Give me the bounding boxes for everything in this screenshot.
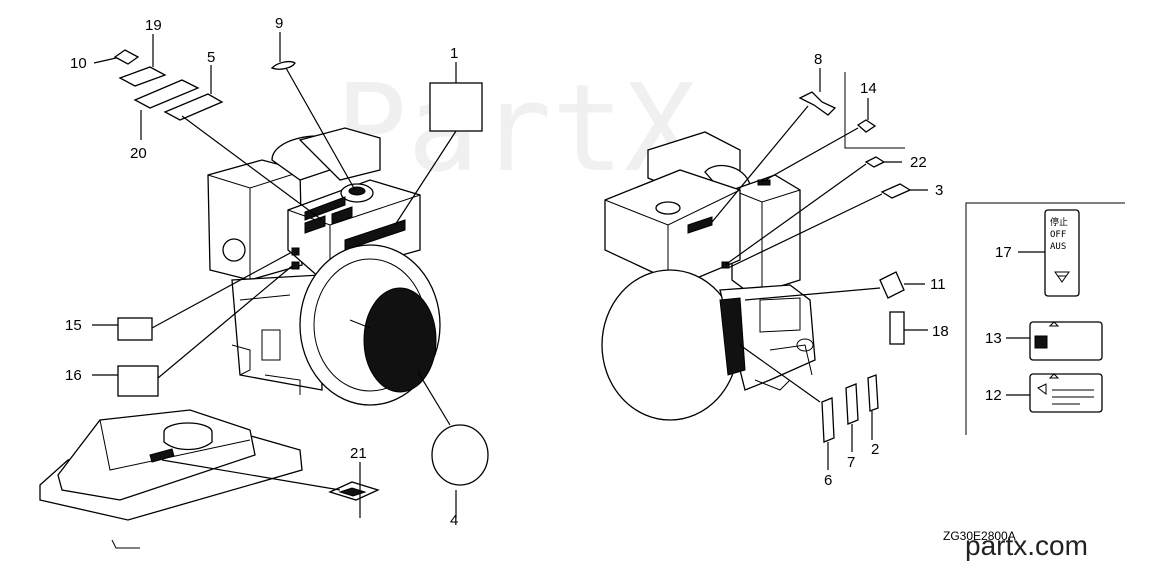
callout-17: 17 (995, 244, 1012, 261)
callout-9: 9 (275, 15, 283, 32)
left-leaders (92, 32, 457, 518)
left-parts (113, 49, 489, 486)
callout-14: 14 (860, 80, 877, 97)
watermark: PartX (335, 60, 696, 199)
diagram-code: ZG30E2800A (943, 529, 1016, 543)
callout-numbers: 1 2 3 4 5 6 7 8 9 10 11 12 13 14 15 16 1… (65, 15, 1012, 529)
callout-22: 22 (910, 154, 927, 171)
callout-11: 11 (930, 276, 946, 293)
callout-19: 19 (145, 17, 162, 34)
callout-12: 12 (985, 387, 1002, 404)
callout-16: 16 (65, 367, 82, 384)
callout-10: 10 (70, 55, 87, 72)
callout-13: 13 (985, 330, 1002, 347)
left-engine (207, 127, 441, 406)
label-panel: 停止 OFF AUS (965, 202, 1125, 435)
site-watermark: partx.com (965, 530, 1088, 561)
callout-4: 4 (450, 512, 458, 529)
right-leaders (711, 68, 928, 470)
right-parts (798, 72, 912, 443)
callout-1: 1 (450, 45, 458, 62)
right-engine (601, 131, 816, 421)
label17-line1: 停止 (1050, 216, 1068, 228)
callout-3: 3 (935, 182, 943, 199)
callout-15: 15 (65, 317, 82, 334)
callout-7: 7 (847, 454, 855, 471)
callout-21: 21 (350, 445, 367, 462)
callout-8: 8 (814, 51, 822, 68)
callout-2: 2 (871, 441, 879, 458)
callout-5: 5 (207, 49, 215, 66)
callout-18: 18 (932, 323, 949, 340)
label17-line2: OFF (1050, 230, 1066, 240)
callout-6: 6 (824, 472, 832, 489)
fuel-tank (39, 409, 380, 549)
callout-20: 20 (130, 145, 147, 162)
label17-line3: AUS (1050, 242, 1066, 252)
